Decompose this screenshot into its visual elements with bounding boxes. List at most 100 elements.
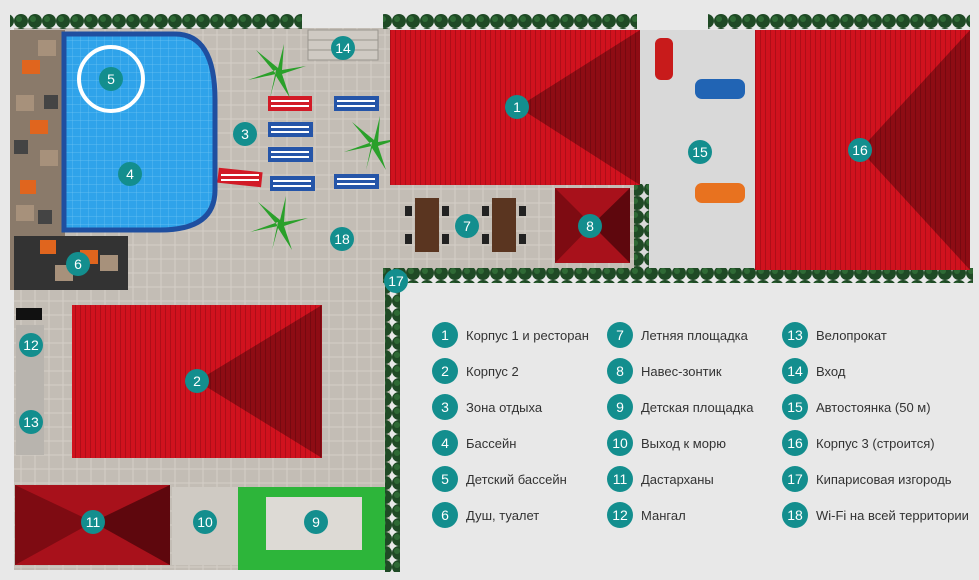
marker-5[interactable]: 5 — [99, 67, 123, 91]
svg-text:2: 2 — [193, 373, 201, 389]
marker-16[interactable]: 16 — [848, 138, 872, 162]
grill — [16, 308, 42, 320]
legend-label: Wi-Fi на всей территории — [816, 507, 969, 523]
legend-item: 6 Душ, туалет — [432, 501, 539, 529]
legend-number-badge: 3 — [432, 394, 458, 420]
marker-10[interactable]: 10 — [193, 510, 217, 534]
legend-number-badge: 15 — [782, 394, 808, 420]
legend-item: 15 Автостоянка (50 м) — [782, 393, 931, 421]
map-markers: 1 2 3 4 5 6 7 8 9 10 11 12 13 14 15 16 1… — [19, 36, 872, 534]
legend-number-badge: 16 — [782, 430, 808, 456]
svg-text:8: 8 — [586, 218, 594, 234]
legend-label: Бассейн — [466, 435, 517, 451]
svg-text:1: 1 — [513, 99, 521, 115]
svg-text:13: 13 — [23, 414, 39, 430]
sun-loungers — [217, 96, 379, 191]
marker-11[interactable]: 11 — [81, 510, 105, 534]
legend-label: Велопрокат — [816, 327, 887, 343]
svg-text:11: 11 — [86, 514, 101, 530]
svg-text:6: 6 — [74, 256, 82, 272]
legend-number-badge: 18 — [782, 502, 808, 528]
svg-text:16: 16 — [852, 142, 868, 158]
legend-item: 2 Корпус 2 — [432, 357, 519, 385]
legend-label: Кипарисовая изгородь — [816, 471, 952, 487]
legend-number-badge: 7 — [607, 322, 633, 348]
legend-number-badge: 2 — [432, 358, 458, 384]
legend-label: Вход — [816, 363, 846, 379]
summer-tables — [405, 198, 526, 252]
marker-15[interactable]: 15 — [688, 140, 712, 164]
svg-text:3: 3 — [241, 126, 249, 142]
legend-item: 10 Выход к морю — [607, 429, 726, 457]
legend-item: 4 Бассейн — [432, 429, 516, 457]
legend-label: Детская площадка — [641, 399, 754, 415]
marker-17[interactable]: 17 — [384, 269, 408, 293]
legend-item: 13 Велопрокат — [782, 321, 887, 349]
legend-label: Мангал — [641, 507, 686, 523]
svg-text:18: 18 — [334, 231, 350, 247]
svg-text:14: 14 — [335, 40, 351, 56]
legend-item: 14 Вход — [782, 357, 845, 385]
legend-number-badge: 12 — [607, 502, 633, 528]
marker-2[interactable]: 2 — [185, 369, 209, 393]
legend-item: 1 Корпус 1 и ресторан — [432, 321, 589, 349]
legend-number-badge: 6 — [432, 502, 458, 528]
legend-item: 18 Wi-Fi на всей территории — [782, 501, 969, 529]
legend-label: Дастарханы — [641, 471, 714, 487]
marker-3[interactable]: 3 — [233, 122, 257, 146]
legend-number-badge: 17 — [782, 466, 808, 492]
marker-4[interactable]: 4 — [118, 162, 142, 186]
svg-text:9: 9 — [312, 514, 320, 530]
legend-label: Выход к морю — [641, 435, 726, 451]
cypress-hedge — [10, 14, 973, 572]
marker-9[interactable]: 9 — [304, 510, 328, 534]
legend-number-badge: 5 — [432, 466, 458, 492]
svg-text:5: 5 — [107, 71, 115, 87]
legend-item: 8 Навес-зонтик — [607, 357, 722, 385]
palm-trees — [248, 44, 402, 250]
cars — [655, 38, 745, 203]
svg-text:15: 15 — [692, 144, 708, 160]
legend-item: 3 Зона отдыха — [432, 393, 542, 421]
legend-item: 7 Летняя площадка — [607, 321, 748, 349]
svg-text:7: 7 — [463, 218, 471, 234]
legend-label: Душ, туалет — [466, 507, 540, 523]
legend-number-badge: 10 — [607, 430, 633, 456]
marker-14[interactable]: 14 — [331, 36, 355, 60]
legend-number-badge: 11 — [607, 466, 633, 492]
legend-label: Летняя площадка — [641, 327, 748, 343]
legend-label: Автостоянка (50 м) — [816, 399, 931, 415]
legend-item: 11 Дастарханы — [607, 465, 714, 493]
legend-number-badge: 14 — [782, 358, 808, 384]
legend-number-badge: 9 — [607, 394, 633, 420]
marker-12[interactable]: 12 — [19, 333, 43, 357]
marker-13[interactable]: 13 — [19, 410, 43, 434]
decorative-rocks — [10, 30, 128, 290]
svg-text:4: 4 — [126, 166, 134, 182]
legend-label: Корпус 2 — [466, 363, 519, 379]
legend-number-badge: 1 — [432, 322, 458, 348]
marker-18[interactable]: 18 — [330, 227, 354, 251]
legend-item: 17 Кипарисовая изгородь — [782, 465, 952, 493]
marker-6[interactable]: 6 — [66, 252, 90, 276]
legend-item: 12 Мангал — [607, 501, 686, 529]
legend-label: Корпус 1 и ресторан — [466, 327, 589, 343]
legend-label: Корпус 3 (строится) — [816, 435, 935, 451]
legend-number-badge: 4 — [432, 430, 458, 456]
svg-text:12: 12 — [23, 337, 39, 353]
marker-7[interactable]: 7 — [455, 214, 479, 238]
legend-label: Зона отдыха — [466, 399, 543, 415]
legend-number-badge: 13 — [782, 322, 808, 348]
legend-number-badge: 8 — [607, 358, 633, 384]
marker-8[interactable]: 8 — [578, 214, 602, 238]
marker-1[interactable]: 1 — [505, 95, 529, 119]
kids-pool — [77, 45, 145, 113]
canopy-umbrella — [555, 188, 630, 263]
svg-text:17: 17 — [388, 273, 404, 289]
legend-label: Навес-зонтик — [641, 363, 722, 379]
svg-text:10: 10 — [197, 514, 213, 530]
legend-item: 16 Корпус 3 (строится) — [782, 429, 935, 457]
legend-item: 9 Детская площадка — [607, 393, 753, 421]
